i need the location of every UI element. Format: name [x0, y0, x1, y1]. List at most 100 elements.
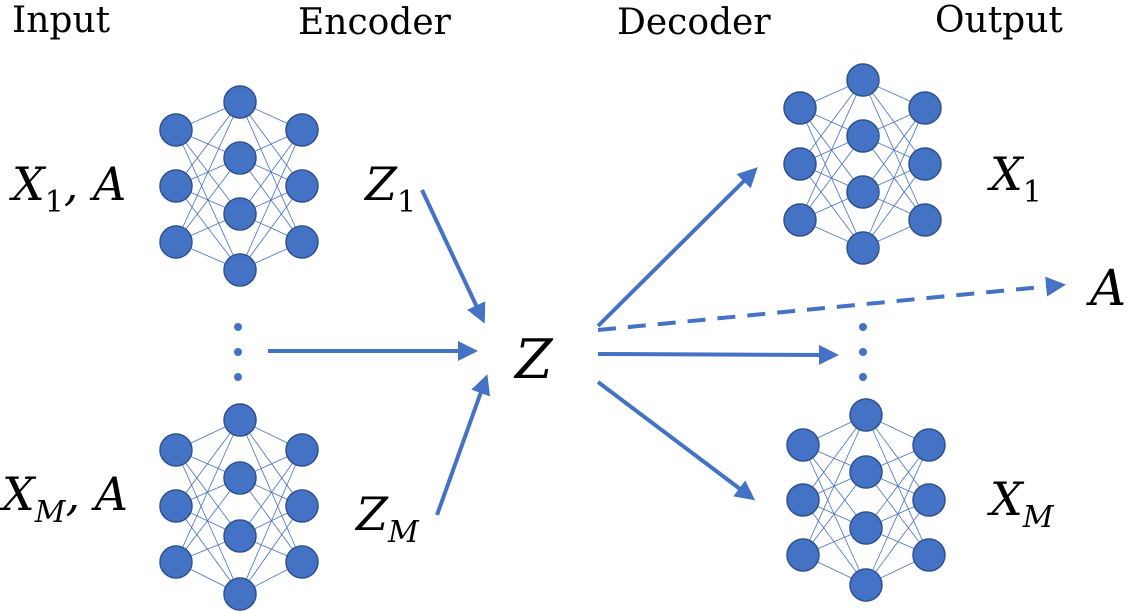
network-node	[223, 461, 257, 495]
label-z: Z	[513, 328, 554, 391]
header-decoder: Decoder	[617, 2, 771, 43]
network-edge	[802, 414, 867, 556]
network-node	[912, 538, 946, 572]
network-edge	[175, 419, 241, 507]
network-edge	[239, 419, 303, 563]
network-node	[285, 489, 319, 523]
network-node	[786, 483, 820, 517]
network-node	[223, 253, 257, 287]
network-edge	[175, 101, 241, 187]
ellipsis-dot	[234, 323, 242, 331]
ellipsis-dot	[859, 348, 867, 356]
network-node	[285, 113, 319, 147]
network-edge	[239, 419, 303, 507]
header-input: Input	[12, 0, 111, 41]
header-encoder: Encoder	[298, 2, 452, 43]
network-edge	[239, 129, 303, 215]
network-node	[849, 511, 883, 545]
network-node	[159, 433, 193, 467]
label-zm: ZM	[354, 487, 420, 550]
network-edge	[802, 444, 867, 586]
network-node	[786, 428, 820, 462]
arrow-zm-to-z	[435, 374, 491, 516]
arrow-z-to-middle	[597, 344, 839, 365]
ellipsis-dot	[859, 323, 867, 331]
network-edge	[865, 499, 930, 586]
encoder-ellipsis	[234, 323, 242, 381]
arrow-z-to-x1	[596, 167, 758, 328]
network-node	[223, 141, 257, 175]
networks	[159, 63, 946, 611]
network-edge	[862, 107, 926, 193]
encoder-network-m	[159, 403, 319, 611]
network-edge	[865, 414, 930, 556]
network-node	[285, 433, 319, 467]
decoder-network-m	[786, 398, 946, 602]
network-node	[285, 169, 319, 203]
network-edge	[239, 505, 303, 595]
label-x1-output: X1	[987, 147, 1042, 210]
network-node	[159, 489, 193, 523]
network-node	[159, 545, 193, 579]
decoder-network-1	[783, 63, 942, 265]
network-node	[285, 225, 319, 259]
label-x1-a-input: X1, A	[9, 157, 126, 220]
ellipsis-dot	[234, 373, 242, 381]
ellipsis-dot	[859, 373, 867, 381]
network-node	[846, 63, 880, 97]
network-node	[846, 119, 880, 153]
network-node	[849, 568, 883, 602]
network-edge	[175, 477, 241, 563]
header-output: Output	[935, 0, 1063, 41]
network-edge	[239, 449, 303, 537]
network-edge	[175, 419, 241, 563]
network-edge	[175, 449, 241, 595]
label-z1: Z1	[363, 157, 416, 220]
ellipsis-dot	[234, 348, 242, 356]
network-edge	[802, 471, 867, 556]
network-edge	[802, 444, 867, 529]
network-node	[159, 169, 193, 203]
network-node	[849, 398, 883, 432]
network-edge	[239, 185, 303, 271]
network-edge	[175, 449, 241, 537]
network-node	[912, 483, 946, 517]
network-edge	[802, 414, 867, 501]
network-edge	[799, 135, 864, 221]
label-a-output: A	[1086, 259, 1126, 317]
network-node	[223, 519, 257, 553]
network-node	[908, 203, 942, 237]
network-edge	[865, 444, 930, 529]
network-edge	[802, 499, 867, 586]
label-xm-a-input: XM, A	[0, 467, 128, 530]
network-node	[159, 113, 193, 147]
network-node	[783, 91, 817, 125]
network-edge	[175, 505, 241, 595]
network-edge	[799, 79, 864, 165]
network-node	[223, 197, 257, 231]
decoder-ellipsis	[859, 323, 867, 381]
network-node	[908, 147, 942, 181]
arrow-z1-to-z	[420, 189, 486, 324]
label-xm-output: XM	[987, 472, 1055, 535]
network-node	[223, 85, 257, 119]
network-node	[908, 91, 942, 125]
network-node	[786, 538, 820, 572]
network-edge	[799, 79, 864, 221]
network-edge	[862, 107, 926, 249]
arrow-z-to-a-dashed	[597, 276, 1066, 332]
network-edge	[175, 157, 241, 243]
network-edge	[865, 414, 930, 501]
network-node	[783, 203, 817, 237]
network-node	[849, 455, 883, 489]
arrow-z-to-xm	[596, 380, 756, 501]
network-node	[159, 225, 193, 259]
network-edge	[239, 449, 303, 595]
network-node	[285, 545, 319, 579]
network-edge	[239, 129, 303, 271]
encoder-network-1	[159, 85, 319, 287]
network-node	[846, 175, 880, 209]
network-edge	[865, 471, 930, 556]
network-edge	[862, 163, 926, 249]
